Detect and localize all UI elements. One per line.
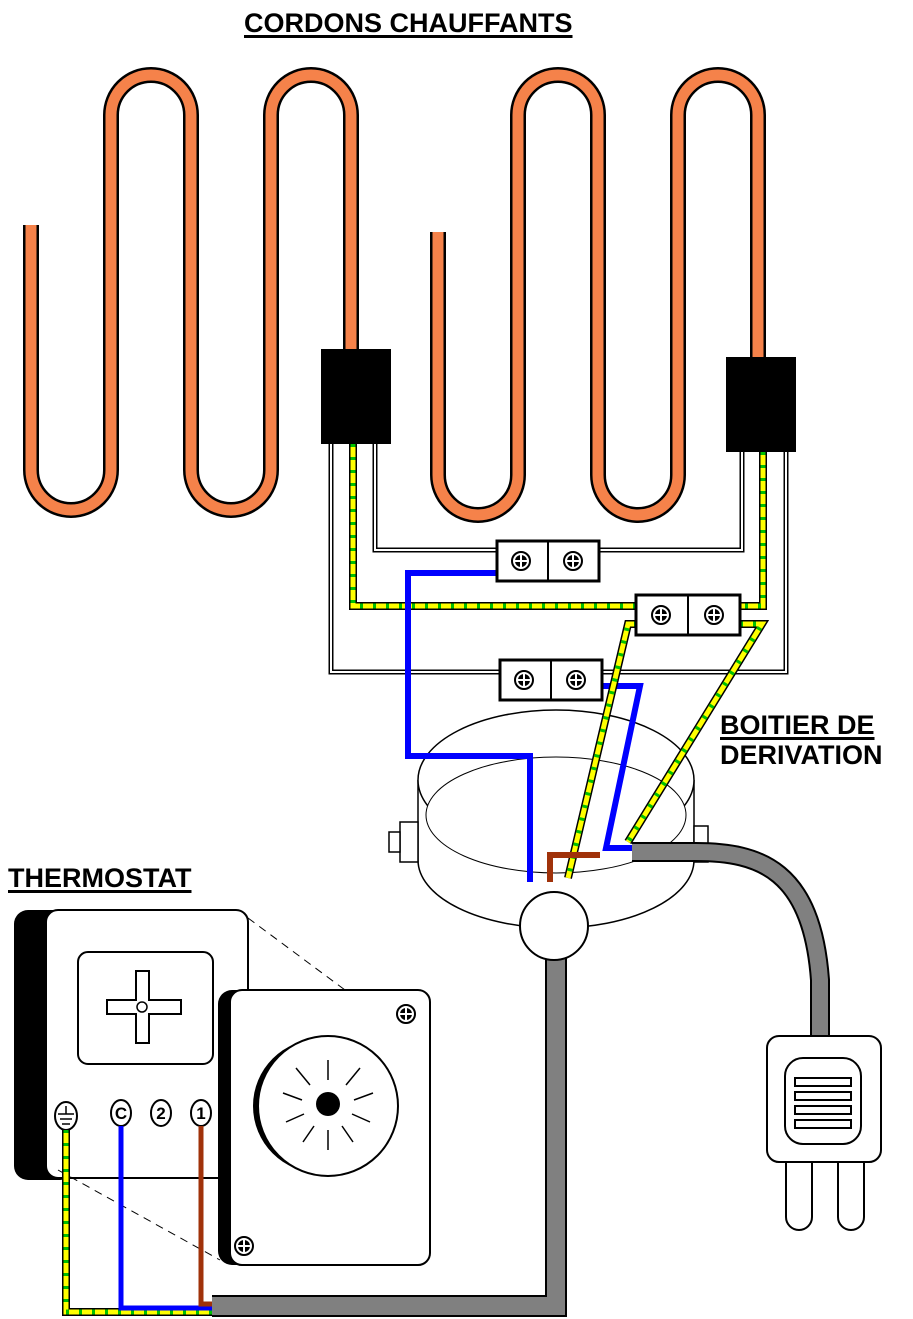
cord-leads-right (598, 452, 789, 675)
junction-box-label-line1: BOITIER DE (720, 710, 875, 740)
box-neutral-wire (405, 570, 644, 882)
ground-symbol-icon (54, 1101, 78, 1131)
terminal-1-label: 1 (196, 1104, 205, 1123)
terminal-2-label: 2 (156, 1104, 165, 1123)
terminal-c-label: C (115, 1104, 127, 1123)
phillips-screw-icon (514, 670, 534, 690)
adjustment-cross-icon (106, 970, 182, 1044)
phillips-screw-icon (234, 1236, 254, 1256)
cable-gland (519, 891, 589, 961)
power-cable (632, 842, 830, 1040)
junction-box-label-line2: DERIVATION (720, 740, 883, 770)
thermostat-live-wire (198, 1126, 216, 1307)
thermostat-earth-wire (62, 1130, 212, 1316)
terminal-1: 1 (190, 1099, 212, 1127)
terminal-2: 2 (150, 1099, 172, 1127)
heating-cord-right (430, 67, 766, 523)
power-plug-icon (766, 1035, 882, 1231)
thermostat-cable (212, 945, 567, 1317)
heating-cord-left (23, 67, 359, 518)
box-earth-wires (564, 620, 770, 879)
phillips-screw-icon (563, 551, 583, 571)
terminal-block-bottom (498, 658, 604, 702)
phillips-screw-icon (704, 605, 724, 625)
cord-leads-left (328, 444, 637, 675)
phillips-screw-icon (651, 605, 671, 625)
terminal-block-top (495, 539, 601, 583)
cord-sleeve-left (321, 349, 391, 444)
phillips-screw-icon (566, 670, 586, 690)
thermostat-neutral-wire (118, 1126, 212, 1311)
box-live-wire (547, 852, 600, 882)
diagram-title: CORDONS CHAUFFANTS (244, 8, 573, 38)
thermostat-dial-icon (253, 1035, 399, 1177)
terminal-block-middle (634, 593, 742, 637)
phillips-screw-icon (511, 551, 531, 571)
cord-sleeve-right (726, 357, 796, 452)
terminal-c: C (110, 1099, 132, 1127)
thermostat-label: THERMOSTAT (8, 863, 192, 893)
phillips-screw-icon (396, 1004, 416, 1024)
junction-box-label: BOITIER DE DERIVATION (720, 710, 883, 771)
